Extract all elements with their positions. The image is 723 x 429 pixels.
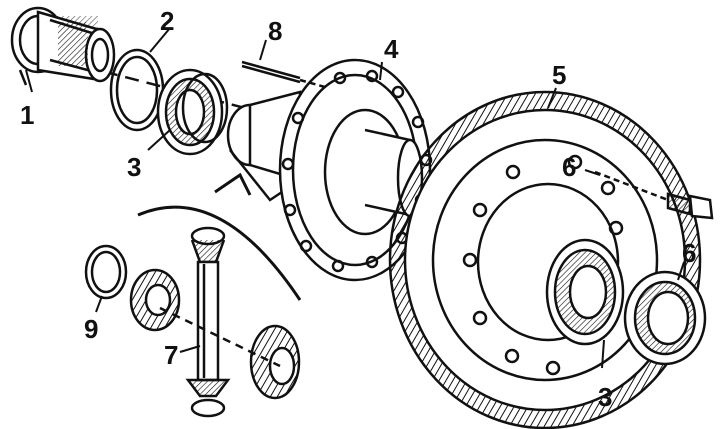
ring-gear-part-5 <box>388 90 702 429</box>
callout-5: 5 <box>552 60 566 90</box>
bearing-part-3-right <box>545 238 625 346</box>
bolt-part-6 <box>594 170 714 220</box>
leader-lines <box>25 27 685 369</box>
thrust-ring-part-9 <box>84 244 128 300</box>
callout-2: 2 <box>160 6 174 36</box>
pin-part-8 <box>241 60 326 89</box>
callout-1: 1 <box>20 100 34 130</box>
bearing-sleeve-part-1 <box>10 6 116 86</box>
callout-3-right: 3 <box>598 382 612 412</box>
callout-7: 7 <box>164 340 178 370</box>
callout-9: 9 <box>84 314 98 344</box>
callout-labels: 1 2 3 3 4 5 6 6 7 8 9 <box>20 6 696 412</box>
callout-4: 4 <box>384 34 399 64</box>
bearing-part-3-left <box>156 68 229 156</box>
callout-6-bolt: 6 <box>562 152 576 182</box>
ring-gear-bolt-holes <box>462 154 624 376</box>
inset-bracket <box>137 172 302 301</box>
callout-8: 8 <box>268 16 282 46</box>
pinion-gear-set-part-7 <box>129 226 301 418</box>
callout-6-right: 6 <box>682 238 696 268</box>
seal-part-6-right <box>623 270 707 366</box>
spacer-ring-part-2 <box>109 48 165 132</box>
callout-3-left: 3 <box>127 152 141 182</box>
